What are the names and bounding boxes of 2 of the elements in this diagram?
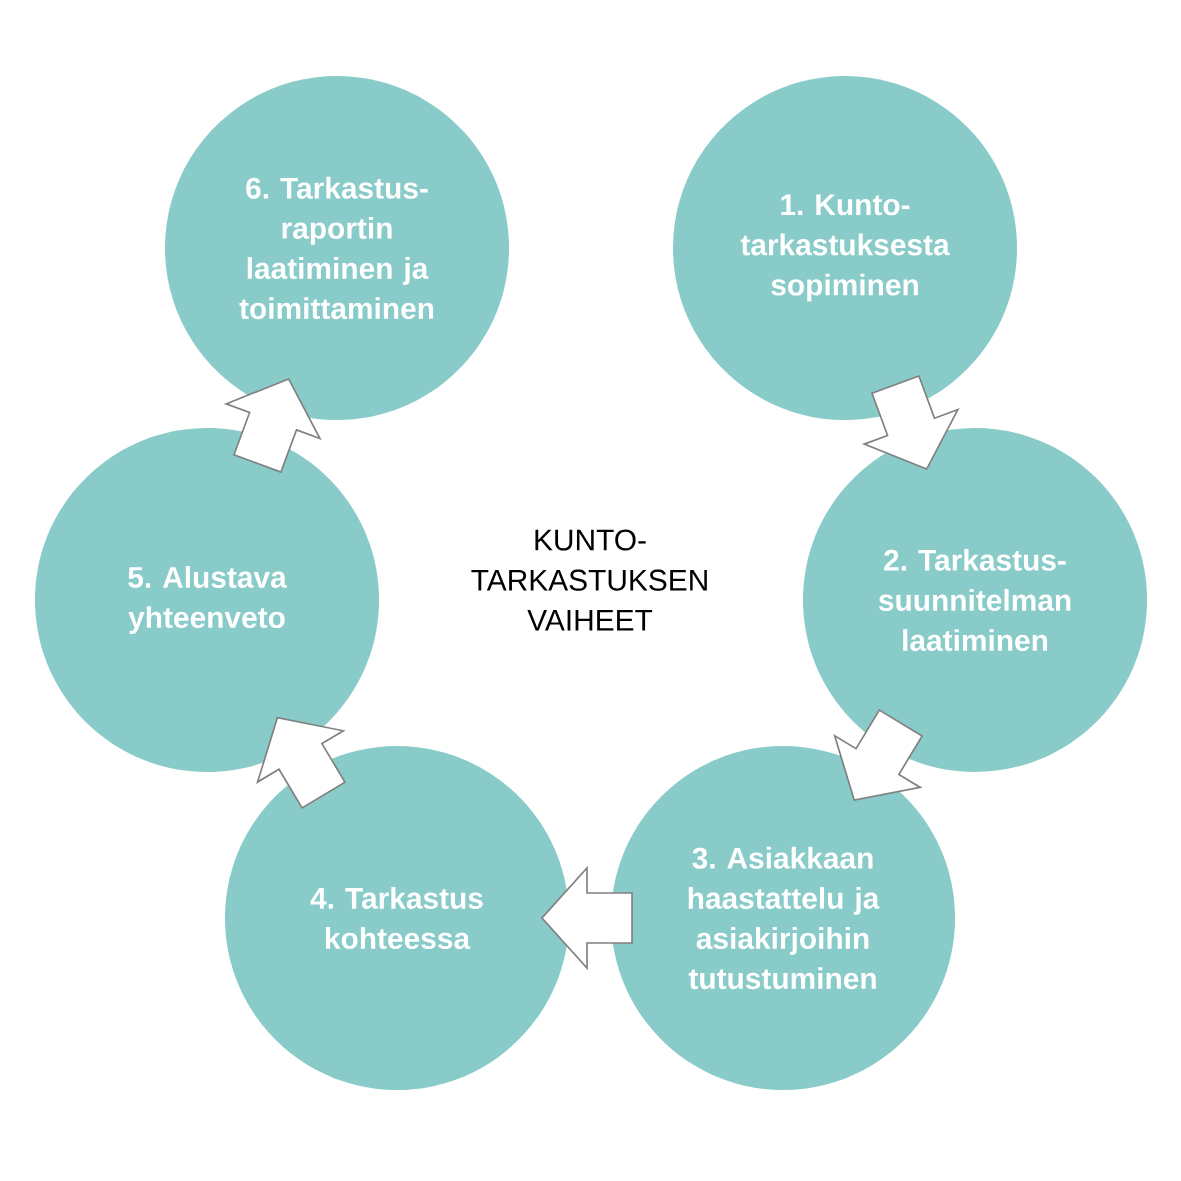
- block-arrow: [540, 865, 633, 971]
- center-title: KUNTO- TARKASTUKSEN VAIHEET: [471, 529, 707, 631]
